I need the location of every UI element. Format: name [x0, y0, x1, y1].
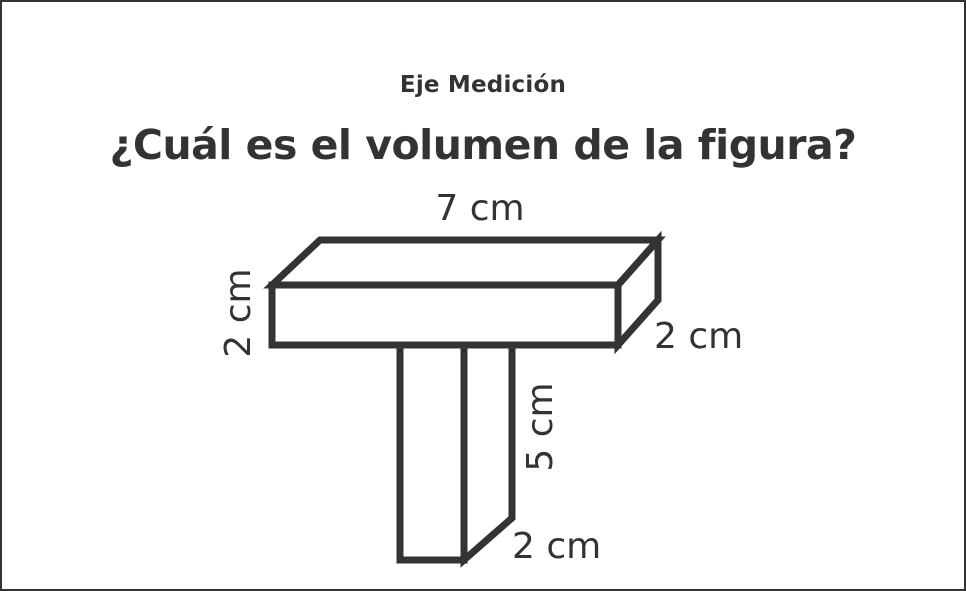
top-bar-top-face [263, 236, 666, 289]
top-bar-depth-label: 2 cm [654, 316, 743, 357]
stem-depth-label: 2 cm [512, 526, 601, 567]
stem-right-face [460, 341, 516, 568]
subject-label: Eje Medición [399, 72, 567, 98]
top-bar-right-face [614, 230, 662, 355]
top-bar-front-face [268, 281, 622, 349]
top-bar-length-label: 7 cm [435, 188, 524, 229]
top-bar-height-label: 2 cm [218, 268, 259, 357]
stem-height-label: 5 cm [520, 382, 561, 471]
stem-front-face [396, 341, 468, 564]
question-title: ¿Cuál es el volumen de la figura? [109, 121, 857, 169]
